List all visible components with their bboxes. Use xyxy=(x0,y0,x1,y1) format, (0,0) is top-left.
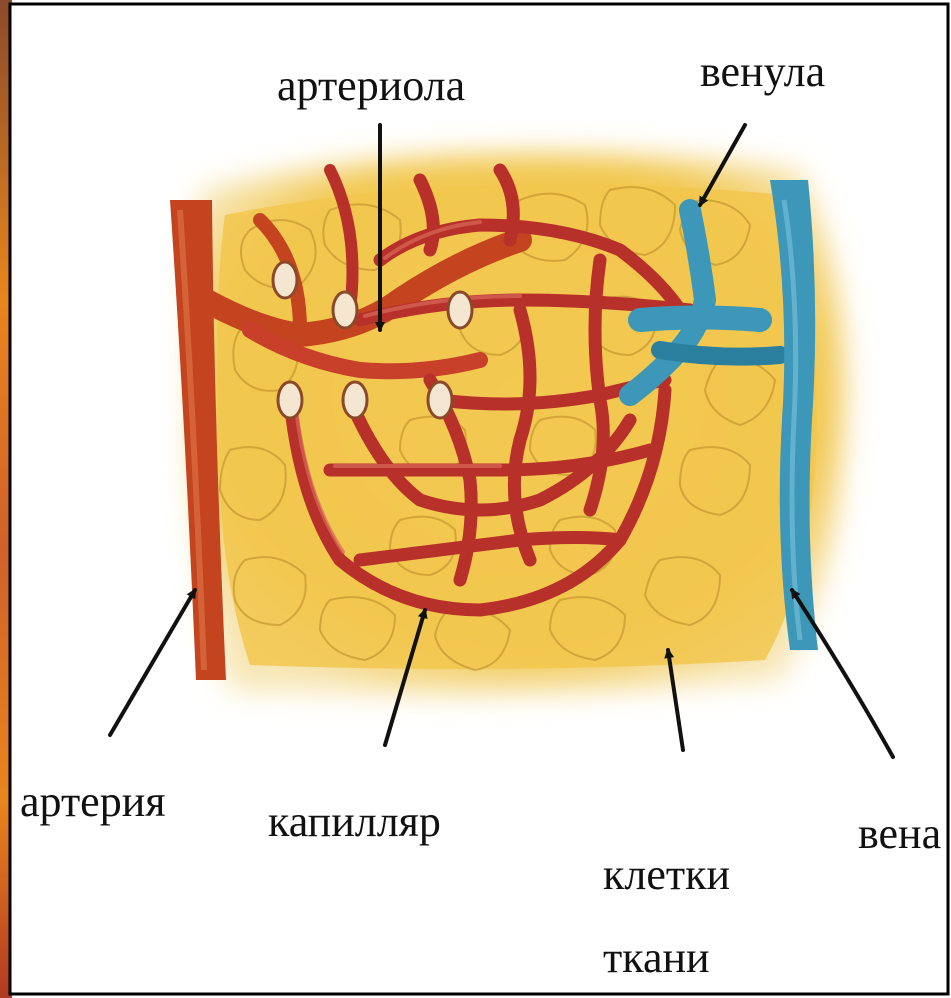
capillary-label: капилляр xyxy=(268,800,441,844)
arteriole-label: артериола xyxy=(277,64,465,108)
tissue-cells-label-line2: ткани xyxy=(603,936,710,980)
artery-label: артерия xyxy=(20,780,166,824)
venule-label: венула xyxy=(700,50,825,94)
vein-label: вена xyxy=(858,812,941,856)
tissue-cells-label-line1: клетки xyxy=(603,853,730,897)
